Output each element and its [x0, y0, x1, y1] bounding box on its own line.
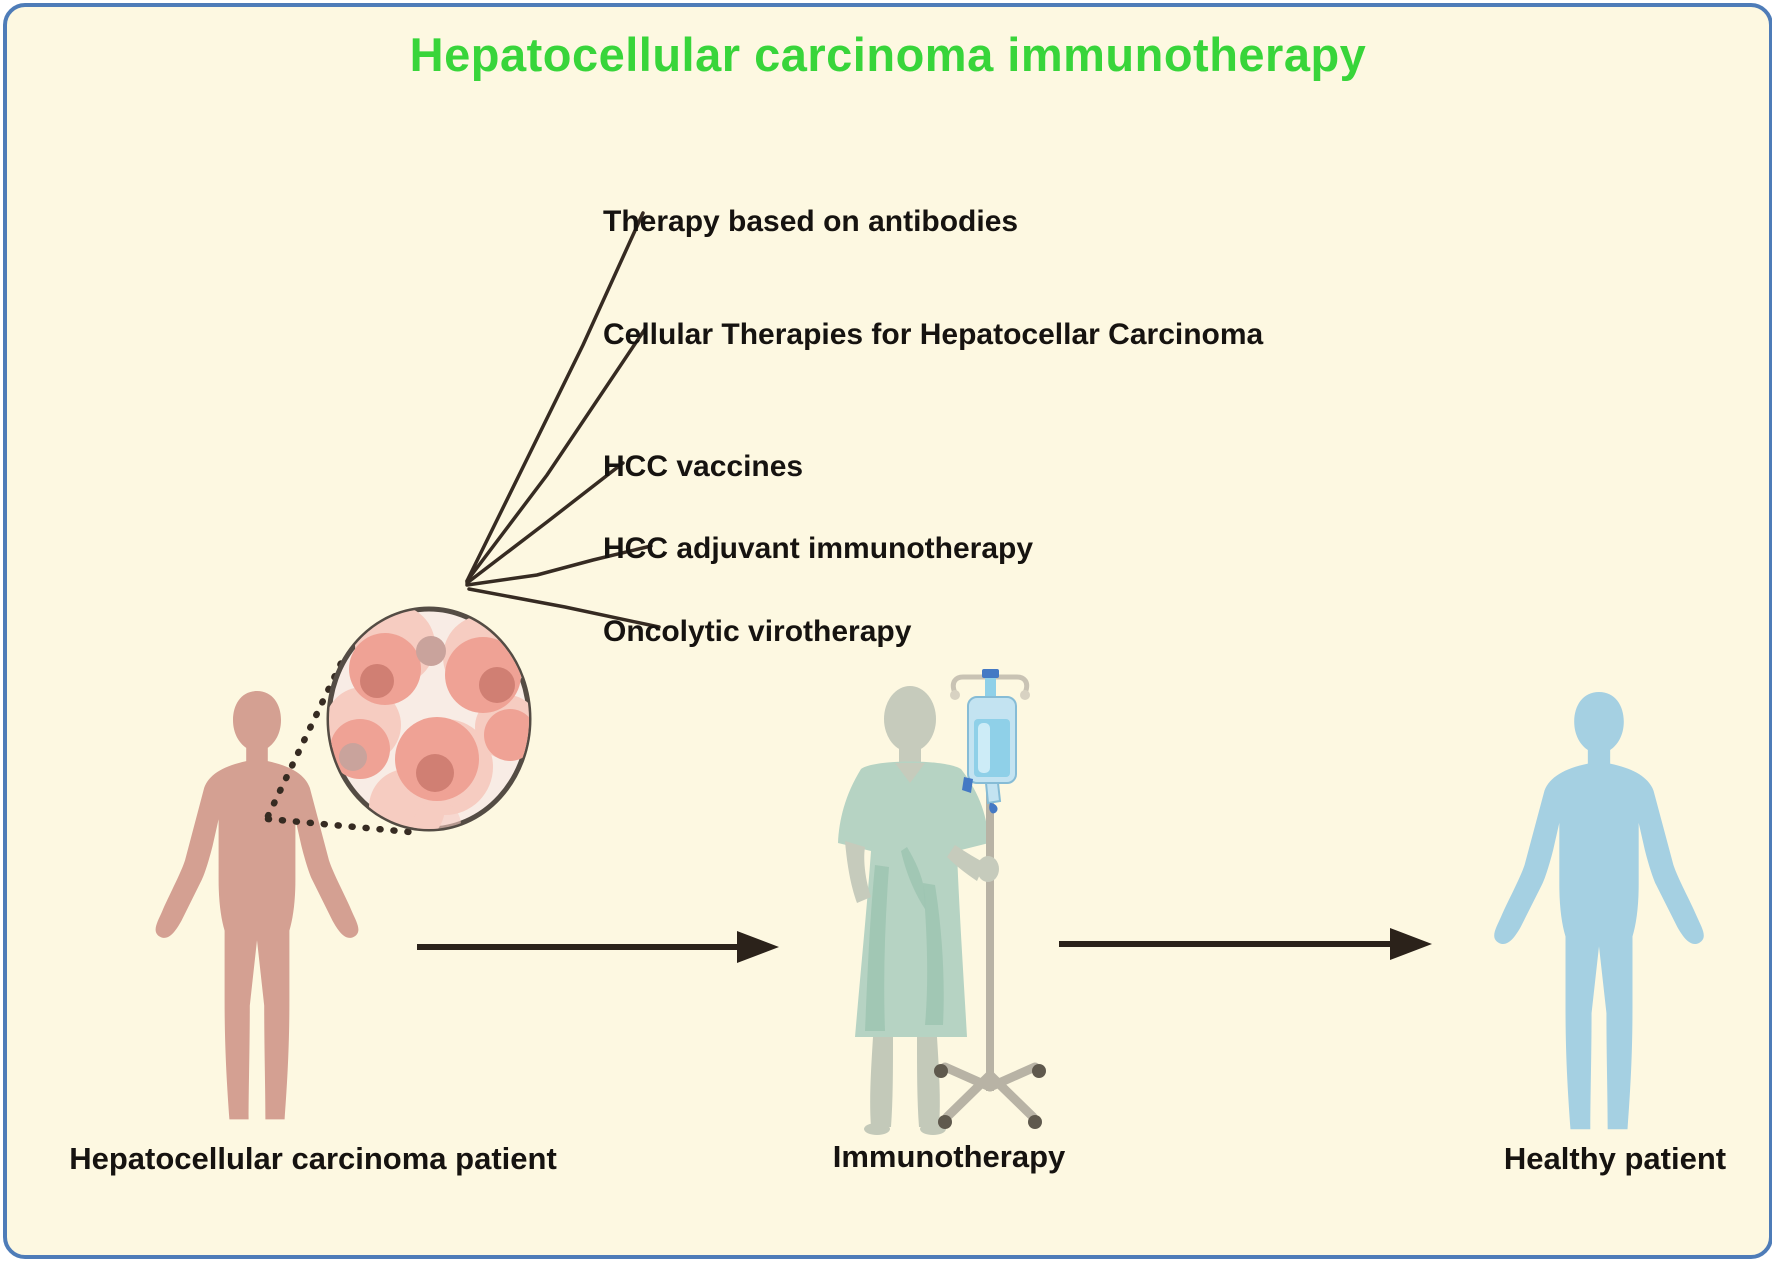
caption-hcc-patient: Hepatocellular carcinoma patient	[69, 1141, 557, 1176]
therapy-label-cellular: Cellular Therapies for Hepatocellar Carc…	[603, 318, 1264, 351]
caption-immunotherapy: Immunotherapy	[832, 1139, 1066, 1174]
therapy-label-oncolytic: Oncolytic virotherapy	[603, 615, 912, 648]
arrow-right	[1059, 928, 1432, 960]
therapy-label-adjuvant: HCC adjuvant immunotherapy	[603, 532, 1034, 565]
diagram-artwork	[155, 211, 1704, 1135]
therapy-label-antibodies: Therapy based on antibodies	[603, 205, 1019, 238]
therapy-label-vaccines: HCC vaccines	[603, 450, 804, 483]
arrow-left	[417, 931, 779, 963]
figure-title: Hepatocellular carcinoma immunotherapy	[409, 28, 1367, 81]
iv-bag	[962, 669, 1017, 814]
caption-healthy-patient: Healthy patient	[1503, 1141, 1727, 1176]
therapy-fan-lines	[465, 211, 661, 629]
magnification-dotted-lines	[264, 655, 425, 837]
hcc-patient-silhouette	[155, 691, 359, 1120]
healthy-patient-silhouette	[1494, 692, 1704, 1130]
graphical-abstract: Hepatocellular carcinoma immunotherapy T…	[3, 3, 1772, 1259]
tumor-cells-circle	[326, 606, 532, 832]
iv-stand	[934, 669, 1046, 1129]
immunotherapy-patient	[838, 686, 989, 1135]
